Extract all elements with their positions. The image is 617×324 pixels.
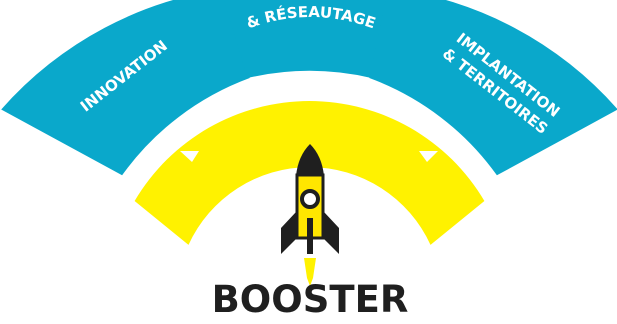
segment-reseautage bbox=[223, 0, 396, 78]
yellow-ring bbox=[134, 101, 485, 245]
rocket-flame bbox=[304, 258, 316, 286]
rocket-fin-right bbox=[323, 212, 339, 254]
segment-implantation bbox=[369, 0, 617, 176]
ring-notch-right bbox=[419, 151, 438, 162]
rocket-window bbox=[300, 189, 320, 209]
rocket-nose bbox=[296, 144, 324, 176]
rocket-icon bbox=[281, 144, 339, 286]
rocket-fin-left bbox=[281, 212, 297, 254]
segment-innovation bbox=[1, 0, 250, 176]
center-title: BOOSTER bbox=[212, 278, 409, 321]
ring-notch-center bbox=[300, 90, 320, 101]
ring-notch-left bbox=[180, 151, 199, 162]
rocket-stripe bbox=[307, 218, 313, 254]
